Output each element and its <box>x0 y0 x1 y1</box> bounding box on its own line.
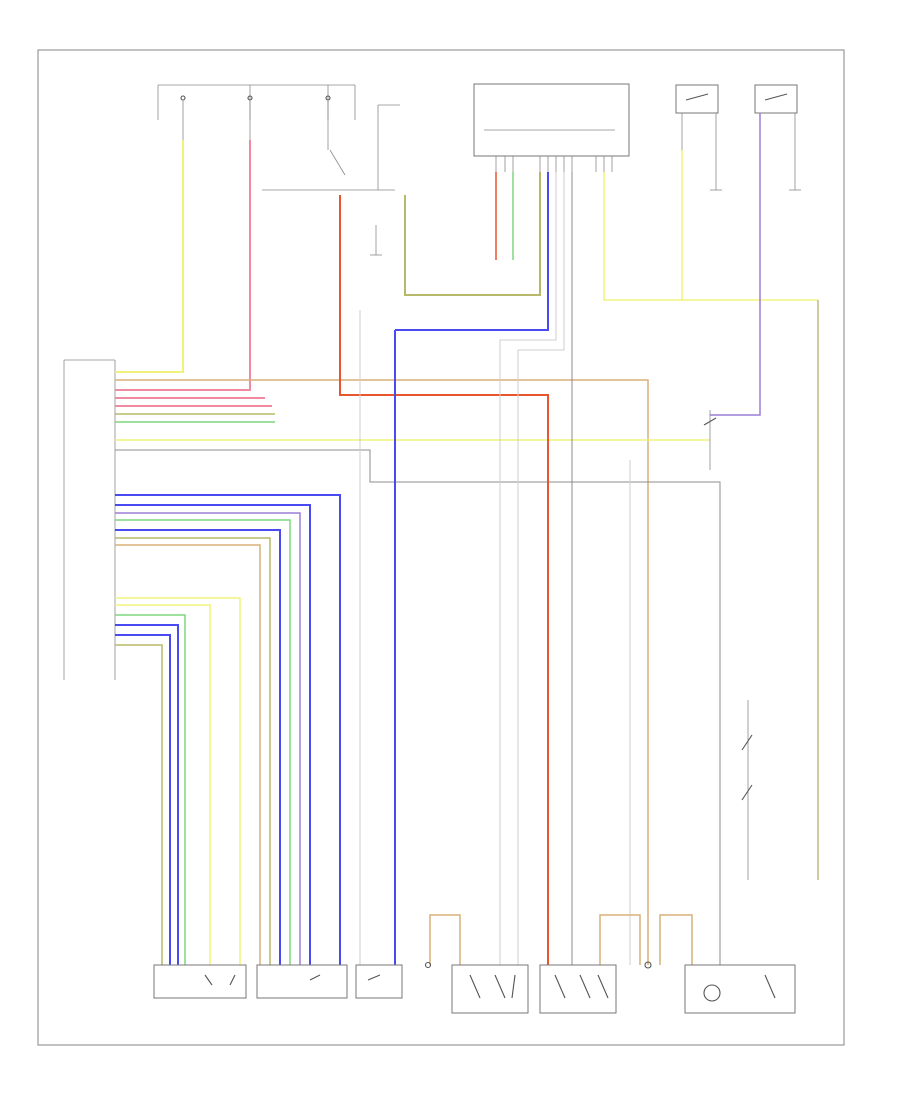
wire-pink-1 <box>115 140 251 391</box>
right-side-switch-assembly <box>741 300 819 880</box>
fuse-block-top-left <box>157 84 356 150</box>
bottom-component-6 <box>684 964 796 1014</box>
wire-yellow-29 <box>115 604 211 965</box>
wire-bundle <box>115 113 819 965</box>
wire-tan-27 <box>115 544 261 965</box>
wire-tan-37 <box>599 914 641 965</box>
left-control-module <box>63 359 116 680</box>
switch-top-center <box>262 104 400 191</box>
wire-grey-8 <box>115 449 721 965</box>
wire-olive-33 <box>115 644 163 965</box>
wire-violet-23 <box>115 512 301 965</box>
wire-yellow-19 <box>603 172 682 301</box>
ground-symbol-bottom <box>424 961 432 969</box>
wire-blue-32 <box>115 634 171 965</box>
wire-blue-21 <box>115 494 341 965</box>
switch-top-right-2 <box>754 84 801 191</box>
wire-blue-25 <box>115 529 281 965</box>
wire-olive-26 <box>115 537 271 965</box>
relay-right-middle <box>703 410 717 470</box>
wire-blue-31 <box>115 624 179 965</box>
wire-red-9 <box>339 195 549 965</box>
wire-olive-14 <box>404 172 541 296</box>
wire-green-30 <box>115 614 186 965</box>
wire-white-15 <box>499 172 557 965</box>
bottom-component-1 <box>153 964 247 999</box>
wire-yellow-28 <box>115 597 241 965</box>
top-center-module <box>473 83 630 157</box>
top-module-pins <box>495 156 613 172</box>
bottom-component-4 <box>451 964 529 1014</box>
wire-white-16 <box>517 172 565 965</box>
wire-yellow-18 <box>681 150 818 301</box>
wire-tan-38 <box>659 914 693 965</box>
wire-tan-2 <box>115 379 649 965</box>
connector-joint-bottom <box>644 961 652 969</box>
wire-green-24 <box>115 519 291 965</box>
wire-yellow-0 <box>115 140 184 373</box>
bottom-component-3 <box>355 964 403 999</box>
wire-tan-36 <box>429 914 461 965</box>
switch-top-right-1 <box>675 84 722 191</box>
diagram-frame <box>37 49 845 1046</box>
ground-symbol-1 <box>370 225 382 256</box>
bottom-component-5 <box>539 964 617 1014</box>
wire-blue-22 <box>115 504 311 965</box>
wire-blue-10 <box>395 172 549 331</box>
wire-violet-20 <box>710 113 761 416</box>
bottom-component-2 <box>256 964 348 999</box>
